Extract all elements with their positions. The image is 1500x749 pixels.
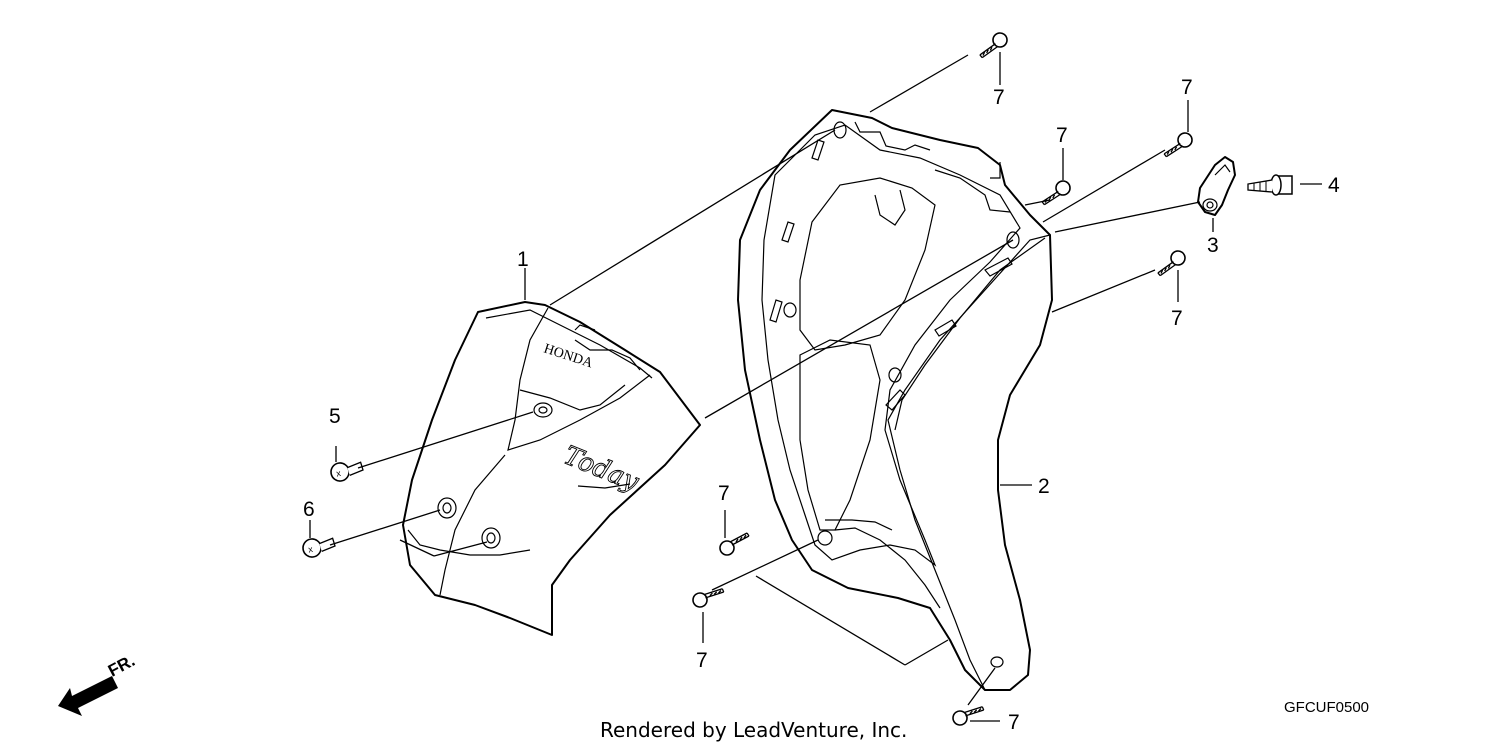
- callout-7-lower-left-b: 7: [696, 649, 708, 672]
- callout-labels: 1 2 3 4 5 6 7 7 7 7 7 7 7: [303, 76, 1340, 734]
- render-credit: Rendered by LeadVenture, Inc.: [600, 718, 907, 742]
- callout-3: 3: [1207, 234, 1219, 257]
- direction-label: FR.: [105, 651, 138, 681]
- callout-7-upper-right: 7: [1181, 76, 1193, 99]
- arrow-left-icon: [58, 676, 118, 716]
- leg-shield-part-2[interactable]: [737, 109, 1053, 691]
- front-direction-arrow: FR.: [58, 651, 138, 716]
- callout-2: 2: [1038, 475, 1050, 498]
- callout-7-lower-left-a: 7: [718, 482, 730, 505]
- bolt-part-5[interactable]: [328, 458, 366, 484]
- callout-6: 6: [303, 498, 315, 521]
- callout-4: 4: [1328, 174, 1340, 197]
- bolt-part-6[interactable]: [300, 534, 338, 560]
- screw-top[interactable]: [976, 31, 1010, 59]
- callout-7-right: 7: [1171, 307, 1183, 330]
- callout-7-top: 7: [993, 86, 1005, 109]
- screw-upper-right[interactable]: [1161, 131, 1195, 158]
- screw-right[interactable]: [1154, 249, 1188, 277]
- callout-7-bottom: 7: [1008, 711, 1020, 734]
- diagram-code: GFCUF0500: [1284, 699, 1369, 716]
- bolt-part-4[interactable]: [1247, 174, 1293, 196]
- bracket-part-3[interactable]: [1197, 156, 1236, 216]
- screw-bottom[interactable]: [951, 701, 986, 730]
- callout-5: 5: [329, 405, 341, 428]
- callout-7-mid-top: 7: [1056, 124, 1068, 147]
- leader-lines: [309, 52, 1322, 722]
- front-cover-part-1[interactable]: HONDA Today: [402, 301, 701, 636]
- callout-1: 1: [517, 248, 529, 271]
- screw-lower-left-b[interactable]: [691, 583, 726, 612]
